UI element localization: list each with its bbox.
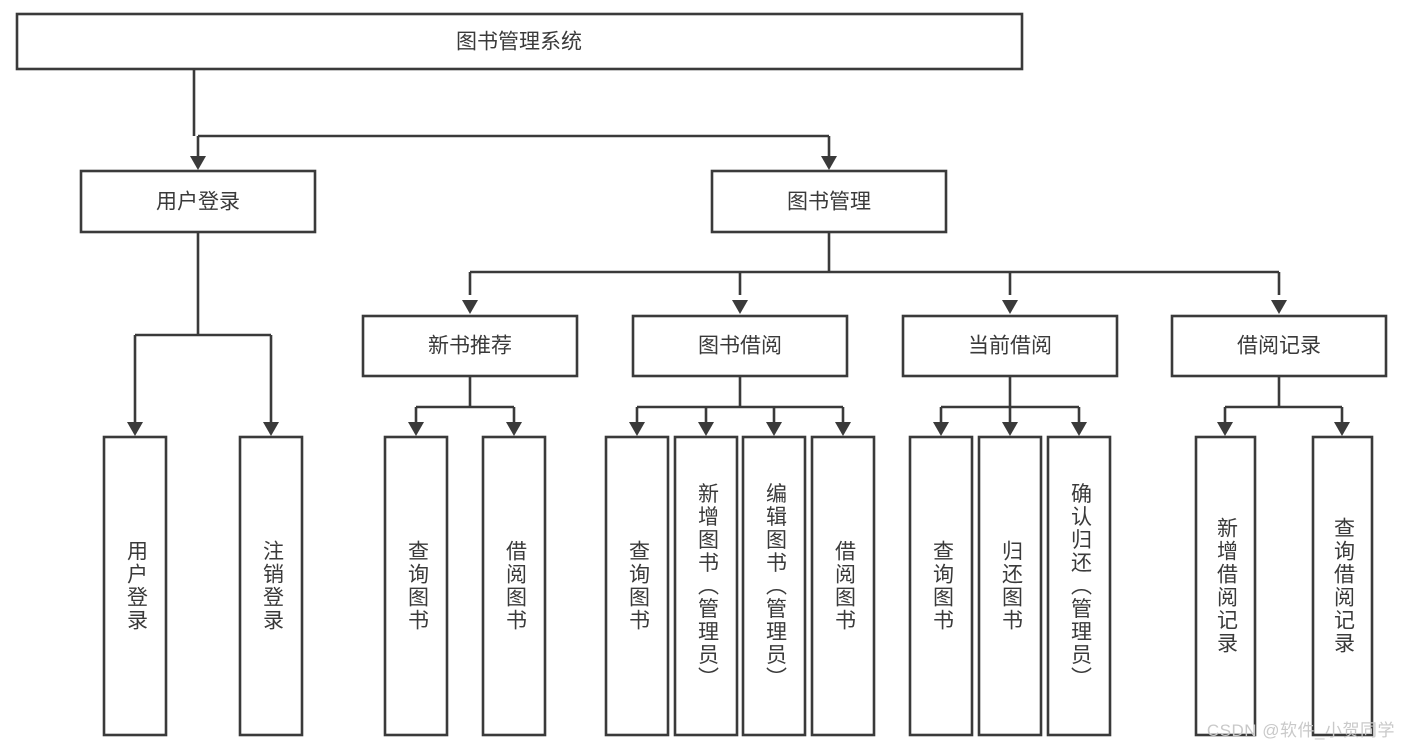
leaf-borrow-book-new-box[interactable] [481, 435, 547, 737]
node-borrow-record-label: 借阅记录 [1237, 335, 1321, 358]
arrow-to-query-record [1334, 422, 1350, 436]
node-book-manage-box[interactable] [710, 169, 948, 234]
leaf-edit-book-label: 编辑图书（管理员） [763, 483, 787, 690]
leaf-logout-box[interactable] [238, 435, 304, 737]
leaf-query-borrow-record-label: 查询借阅记录 [1331, 517, 1355, 655]
leaf-logout-label: 注销登录 [260, 540, 284, 632]
leaf-user-login[interactable]: 用户登录 [102, 435, 168, 737]
node-user-login-box[interactable] [79, 169, 317, 234]
leaf-logout[interactable]: 注销登录 [238, 435, 304, 737]
node-root-label: 图书管理系统 [456, 31, 582, 54]
node-root-box[interactable] [15, 12, 1024, 71]
node-book-borrow[interactable]: 图书借阅 [631, 314, 849, 378]
leaf-edit-book[interactable]: 编辑图书（管理员） [741, 435, 807, 737]
leaf-query-book-new-label: 查询图书 [405, 540, 429, 632]
arrow-to-return-book [1002, 422, 1018, 436]
leaf-confirm-return-box[interactable] [1046, 435, 1112, 737]
leaf-add-borrow-record[interactable]: 新增借阅记录 [1194, 435, 1257, 737]
leaf-user-login-box[interactable] [102, 435, 168, 737]
arrow-to-confirm-return [1071, 422, 1087, 436]
node-borrow-record[interactable]: 借阅记录 [1170, 314, 1388, 378]
leaf-confirm-return[interactable]: 确认归还（管理员） [1046, 435, 1112, 737]
arrow-to-borrow-book-2 [835, 422, 851, 436]
node-new-book-recommend[interactable]: 新书推荐 [361, 314, 579, 378]
node-new-book-recommend-box[interactable] [361, 314, 579, 378]
arrow-to-query-book-1 [408, 422, 424, 436]
arrow-to-new-book [462, 300, 478, 314]
leaf-return-book-label: 归还图书 [999, 540, 1023, 632]
leaf-add-borrow-record-box[interactable] [1194, 435, 1257, 737]
node-book-borrow-label: 图书借阅 [698, 335, 782, 358]
leaf-borrow-book-label: 借阅图书 [832, 540, 856, 632]
leaf-add-book-box[interactable] [673, 435, 739, 737]
leaf-query-book-new-box[interactable] [383, 435, 449, 737]
leaf-query-borrow-record-box[interactable] [1311, 435, 1374, 737]
arrow-to-borrow-record [1271, 300, 1287, 314]
leaf-query-book-borrow-box[interactable] [604, 435, 670, 737]
leaf-edit-book-box[interactable] [741, 435, 807, 737]
leaf-borrow-book-new-label: 借阅图书 [503, 540, 527, 632]
leaf-borrow-book[interactable]: 借阅图书 [810, 435, 876, 737]
leaf-borrow-book-new[interactable]: 借阅图书 [481, 435, 547, 737]
leaf-query-book-current[interactable]: 查询图书 [908, 435, 974, 737]
node-current-borrow-label: 当前借阅 [968, 335, 1052, 358]
arrow-to-user-login [190, 156, 206, 170]
leaf-query-book-borrow[interactable]: 查询图书 [604, 435, 670, 737]
node-user-login-label: 用户登录 [156, 191, 240, 214]
node-current-borrow[interactable]: 当前借阅 [901, 314, 1119, 378]
arrow-to-edit-book [766, 422, 782, 436]
arrow-to-book-borrow [732, 300, 748, 314]
arrow-to-query-book-2 [629, 422, 645, 436]
connector-layer [127, 70, 1350, 436]
arrow-to-logout-leaf [263, 422, 279, 436]
arrow-to-current-borrow [1002, 300, 1018, 314]
leaf-user-login-label: 用户登录 [124, 540, 148, 632]
leaf-query-book-current-box[interactable] [908, 435, 974, 737]
arrow-to-add-record [1217, 422, 1233, 436]
node-book-borrow-box[interactable] [631, 314, 849, 378]
node-borrow-record-box[interactable] [1170, 314, 1388, 378]
leaf-query-book-borrow-label: 查询图书 [626, 540, 650, 632]
leaf-borrow-book-box[interactable] [810, 435, 876, 737]
arrow-to-book-manage [821, 156, 837, 170]
node-new-book-recommend-label: 新书推荐 [428, 335, 512, 358]
node-user-login[interactable]: 用户登录 [79, 169, 317, 234]
leaf-add-book[interactable]: 新增图书（管理员） [673, 435, 739, 737]
node-root-system[interactable]: 图书管理系统 [15, 12, 1024, 71]
node-current-borrow-box[interactable] [901, 314, 1119, 378]
arrow-to-borrow-book-1 [506, 422, 522, 436]
leaf-add-borrow-record-label: 新增借阅记录 [1214, 517, 1238, 655]
leaf-confirm-return-label: 确认归还（管理员） [1068, 483, 1092, 690]
leaf-return-book[interactable]: 归还图书 [977, 435, 1043, 737]
node-book-manage[interactable]: 图书管理 [710, 169, 948, 234]
leaf-return-book-box[interactable] [977, 435, 1043, 737]
arrow-to-query-book-3 [933, 422, 949, 436]
leaf-query-borrow-record[interactable]: 查询借阅记录 [1311, 435, 1374, 737]
leaf-query-book-current-label: 查询图书 [930, 540, 954, 632]
leaf-add-book-label: 新增图书（管理员） [695, 483, 719, 690]
leaf-query-book-new[interactable]: 查询图书 [383, 435, 449, 737]
arrow-to-add-book [698, 422, 714, 436]
arrow-to-user-login-leaf [127, 422, 143, 436]
node-book-manage-label: 图书管理 [787, 191, 871, 214]
